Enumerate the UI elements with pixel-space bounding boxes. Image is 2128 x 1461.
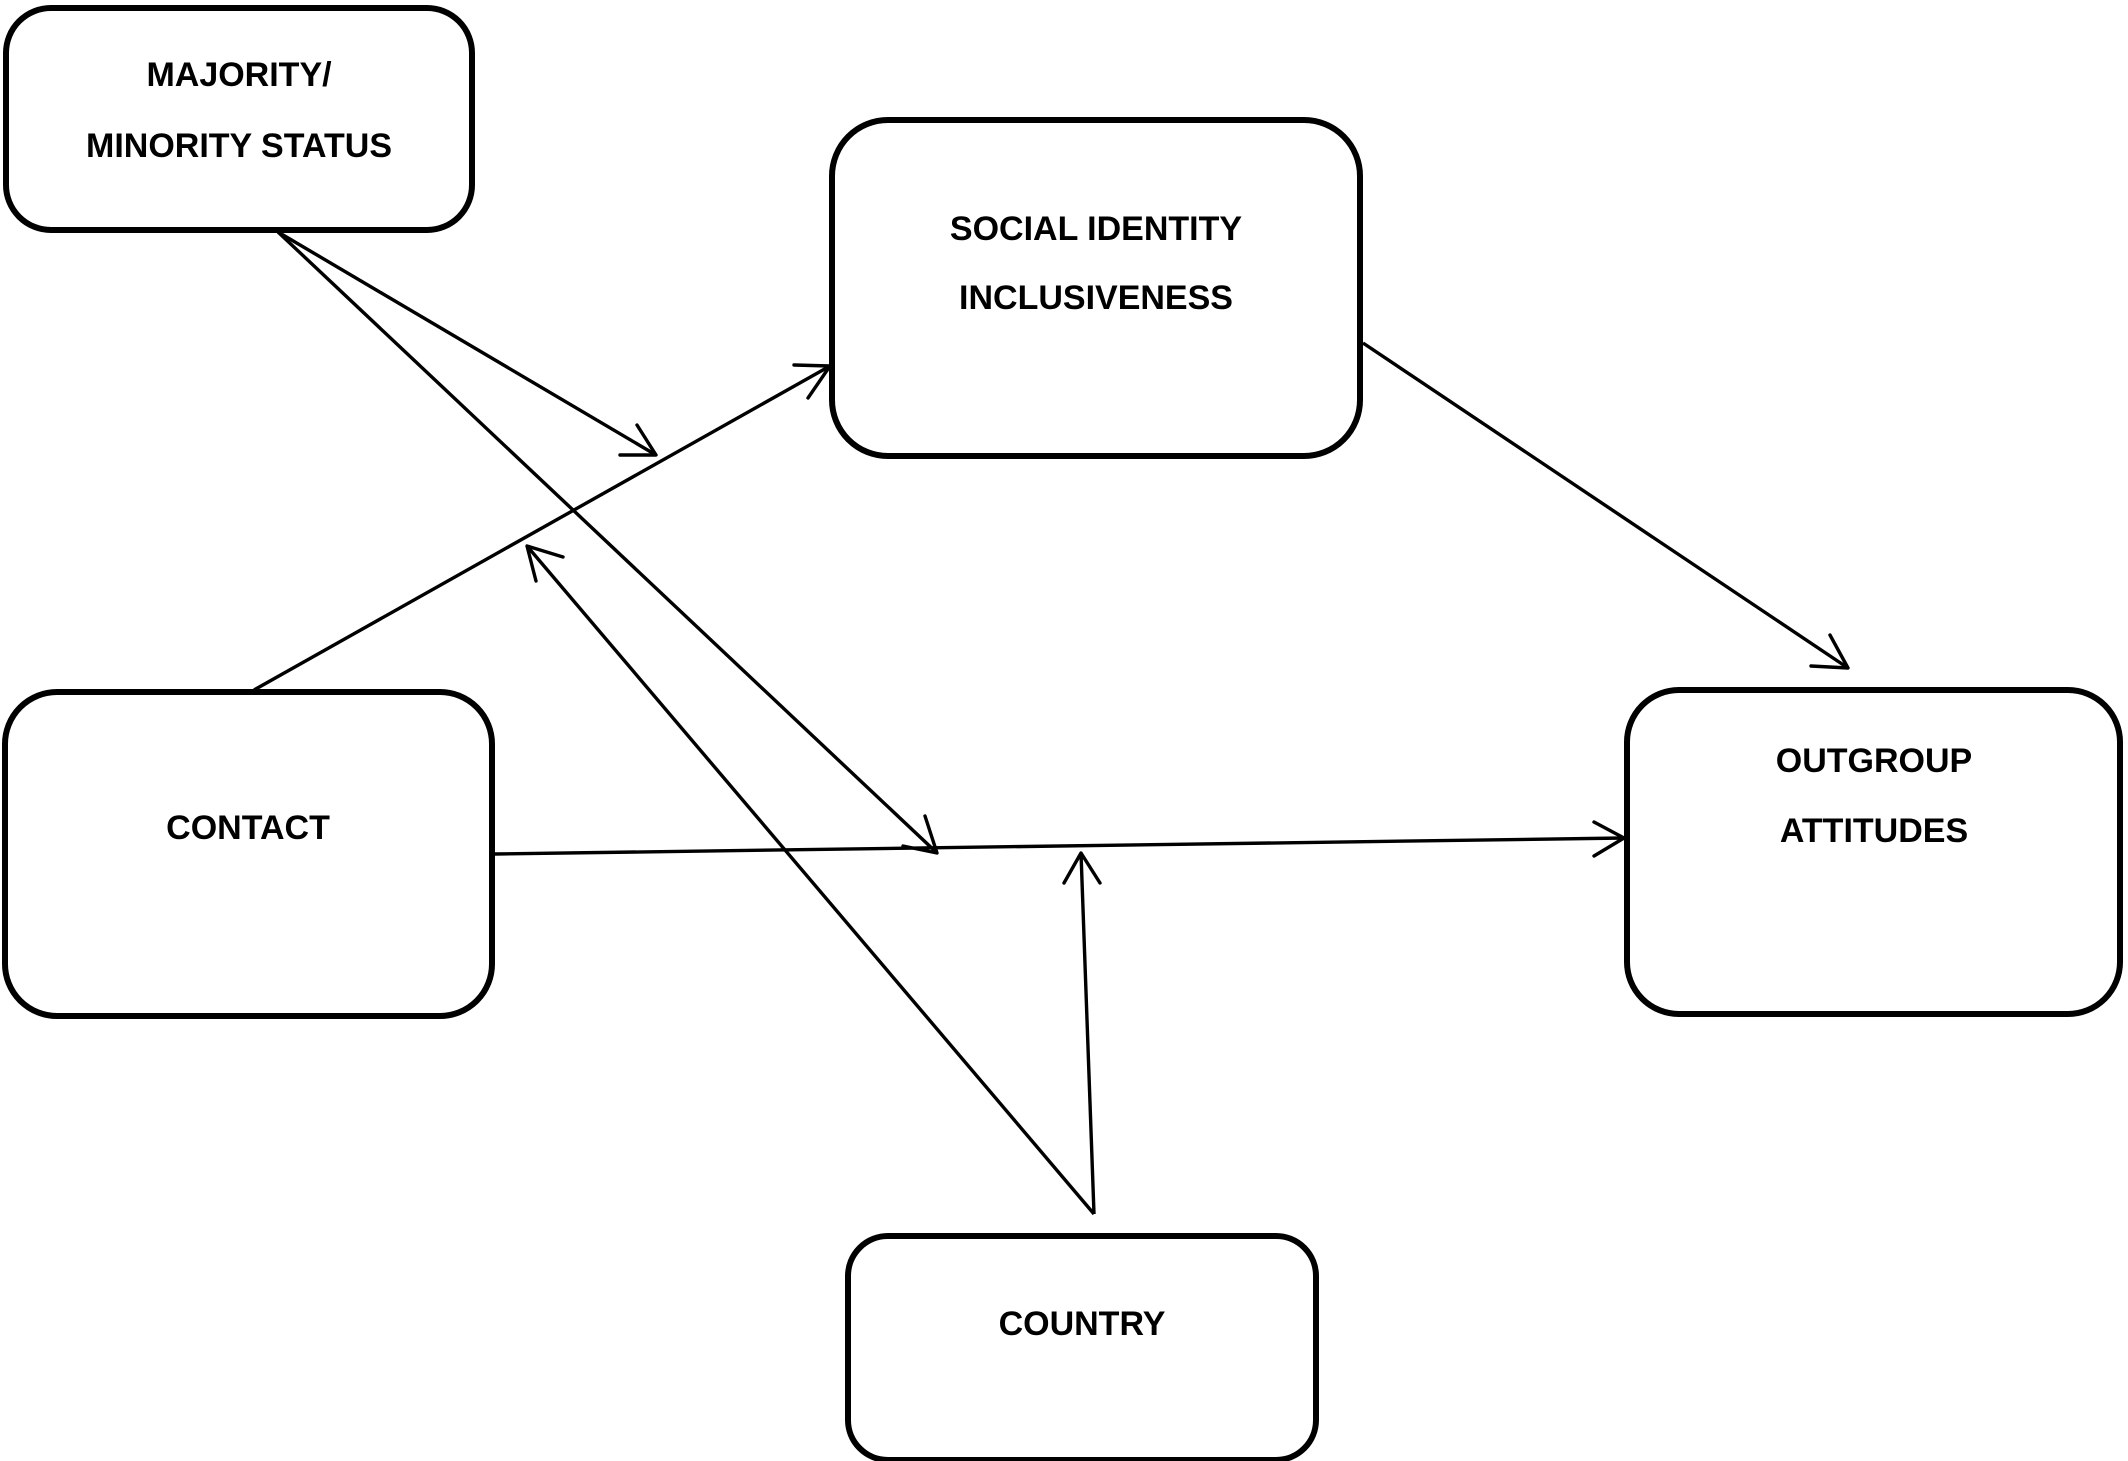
node-box bbox=[829, 117, 1363, 459]
node-label-line2: ATTITUDES bbox=[1780, 812, 1968, 850]
node-label-line1: MAJORITY/ bbox=[146, 56, 332, 94]
arrow-social-identity-to-outgroup-attitudes bbox=[1362, 341, 1850, 670]
node-label-line1: CONTACT bbox=[166, 809, 330, 847]
node-label-line1: COUNTRY bbox=[999, 1305, 1166, 1343]
node-label-line1: OUTGROUP bbox=[1776, 742, 1972, 780]
node-box bbox=[1624, 687, 2123, 1017]
node-box bbox=[845, 1233, 1319, 1461]
node-majority-minority-status: MAJORITY/ MINORITY STATUS bbox=[3, 5, 475, 233]
node-label-line2: MINORITY STATUS bbox=[86, 127, 392, 165]
arrow-contact-to-outgroup-attitudes bbox=[494, 820, 1626, 858]
node-country: COUNTRY bbox=[845, 1233, 1319, 1461]
arrow-majority-moderates-contact-social-identity bbox=[277, 230, 658, 457]
arrow-contact-to-social-identity bbox=[253, 363, 832, 692]
node-label-line1: SOCIAL IDENTITY bbox=[950, 210, 1242, 248]
arrow-country-moderates-contact-social-identity bbox=[525, 544, 1096, 1216]
node-box bbox=[2, 689, 495, 1019]
node-box bbox=[3, 5, 475, 233]
node-label-line2: INCLUSIVENESS bbox=[959, 279, 1233, 317]
node-contact: CONTACT bbox=[2, 689, 495, 1019]
node-social-identity-inclusiveness: SOCIAL IDENTITY INCLUSIVENESS bbox=[829, 117, 1363, 459]
node-outgroup-attitudes: OUTGROUP ATTITUDES bbox=[1624, 687, 2123, 1017]
arrow-majority-moderates-contact-outgroup bbox=[276, 230, 939, 855]
arrow-country-moderates-contact-outgroup bbox=[1062, 851, 1102, 1215]
